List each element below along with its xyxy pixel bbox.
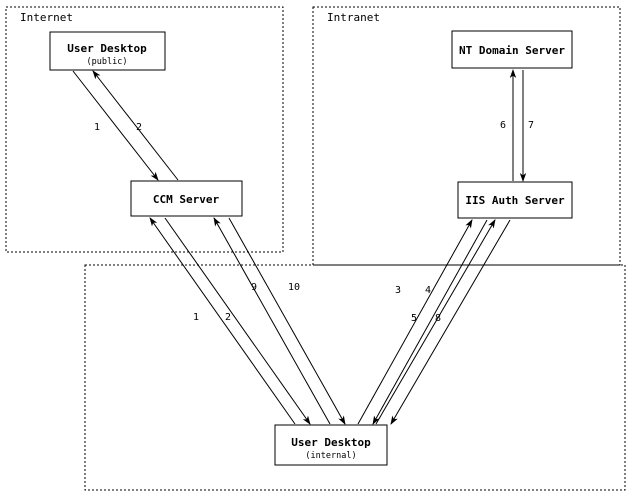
- node-ccm-server: CCM Server: [130, 180, 243, 217]
- zone-boundary-internal-network: [84, 264, 626, 491]
- zone-label-intranet: Intranet: [327, 11, 380, 24]
- flow-line-flow-8: [390, 219, 511, 425]
- zone-boundary-intranet: [312, 6, 621, 266]
- flow-label-flow-2-public: 2: [136, 122, 142, 133]
- node-nt-domain-server: NT Domain Server: [451, 30, 573, 69]
- node-title-user-desktop-internal: User Desktop: [291, 436, 371, 449]
- flow-line-flow-10: [228, 217, 346, 425]
- node-box-iis-auth-server: [457, 181, 573, 219]
- flow-label-flow-1-internal: 1: [193, 312, 199, 323]
- flow-label-flow-4: 4: [425, 285, 431, 296]
- nodes-layer: User Desktop (public) CCM Server NT Domain …: [49, 30, 573, 466]
- zone-boundary-internet: [5, 6, 284, 253]
- zone-label-internet: Internet: [20, 11, 73, 24]
- node-user-desktop-internal: User Desktop (internal): [274, 424, 388, 466]
- flow-label-flow-1-public: 1: [94, 122, 100, 133]
- flow-label-flow-9: 9: [251, 282, 257, 293]
- flow-line-flow-5: [375, 219, 496, 425]
- flow-line-flow-2-internal: [164, 217, 311, 425]
- node-subtitle-user-desktop-internal: (internal): [305, 451, 356, 461]
- flow-label-flow-3: 3: [395, 285, 401, 296]
- flow-label-flow-5: 5: [411, 313, 417, 324]
- node-title-user-desktop-public: User Desktop: [67, 42, 147, 55]
- node-subtitle-user-desktop-public: (public): [87, 57, 128, 67]
- node-title-nt-domain-server: NT Domain Server: [459, 44, 565, 57]
- flow-label-flow-2-internal: 2: [225, 312, 231, 323]
- zone-internal-network: [84, 264, 626, 491]
- node-title-ccm-server: CCM Server: [153, 193, 220, 206]
- flow-label-flow-6: 6: [500, 120, 506, 131]
- flow-label-flow-8: 8: [435, 313, 441, 324]
- node-user-desktop-public: User Desktop (public): [49, 31, 166, 71]
- flow-label-flow-10: 10: [288, 282, 300, 293]
- flow-line-flow-4: [372, 219, 488, 425]
- flows-layer: [72, 69, 527, 425]
- node-title-iis-auth-server: IIS Auth Server: [465, 194, 565, 207]
- zone-internet: Internet: [5, 6, 284, 253]
- zone-intranet: Intranet: [312, 6, 621, 266]
- flow-line-flow-3: [357, 219, 473, 425]
- flow-line-flow-2-public: [92, 70, 179, 181]
- node-box-user-desktop-public: [49, 31, 166, 71]
- node-iis-auth-server: IIS Auth Server: [457, 181, 573, 219]
- node-box-ccm-server: [130, 180, 243, 217]
- flow-labels-layer: 1 2 1 2 9 10 3 4 5 8 6 7: [94, 120, 534, 324]
- zones-layer: Internet Intranet: [5, 6, 626, 491]
- flow-line-flow-9: [213, 217, 331, 425]
- node-box-nt-domain-server: [451, 30, 573, 69]
- flow-label-flow-7: 7: [528, 120, 534, 131]
- flow-line-flow-1-public: [72, 70, 159, 181]
- flow-line-flow-1-internal: [149, 217, 296, 425]
- node-box-user-desktop-internal: [274, 424, 388, 466]
